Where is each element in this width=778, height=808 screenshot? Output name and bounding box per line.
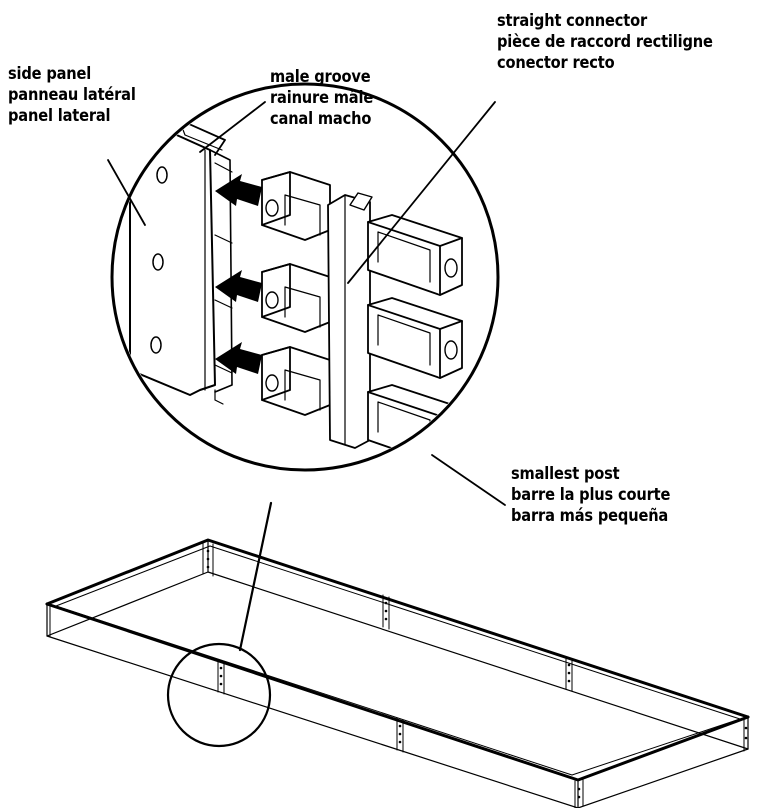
male-groove-label: male groove rainure mâle canal macho: [270, 67, 373, 130]
smallest-post-fr: barre la plus courte: [511, 485, 671, 505]
male-groove-leader: [199, 101, 266, 153]
straight-connector-fr: pièce de raccord rectiligne: [497, 32, 713, 52]
smallest-post-label: smallest post barre la plus courte barra…: [511, 464, 670, 527]
straight-connector-leader: [347, 101, 496, 284]
smallest-post-leader: [431, 454, 506, 506]
side-panel-fr: panneau latéral: [8, 85, 136, 105]
detail-marker-circle: [166, 642, 272, 748]
straight-connector-es: conector recto: [497, 53, 615, 73]
straight-connector-label: straight connector pièce de raccord rect…: [497, 11, 713, 74]
side-panel-leader: [107, 159, 146, 226]
detail-leader-line: [238, 501, 273, 652]
side-panel-es: panel lateral: [8, 106, 111, 126]
straight-connector-en: straight connector: [497, 11, 647, 31]
raised-bed-frame: [45, 538, 750, 808]
male-groove-en: male groove: [270, 67, 371, 87]
smallest-post-en: smallest post: [511, 464, 620, 484]
male-groove-es: canal macho: [270, 109, 372, 129]
male-groove-fr: rainure mâle: [270, 88, 374, 108]
smallest-post-es: barra más pequeña: [511, 506, 669, 526]
push-arrows: [215, 174, 262, 374]
callout-leaders: [107, 101, 506, 506]
side-panel-en: side panel: [8, 64, 92, 84]
side-panel-label: side panel panneau latéral panel lateral: [8, 64, 136, 127]
